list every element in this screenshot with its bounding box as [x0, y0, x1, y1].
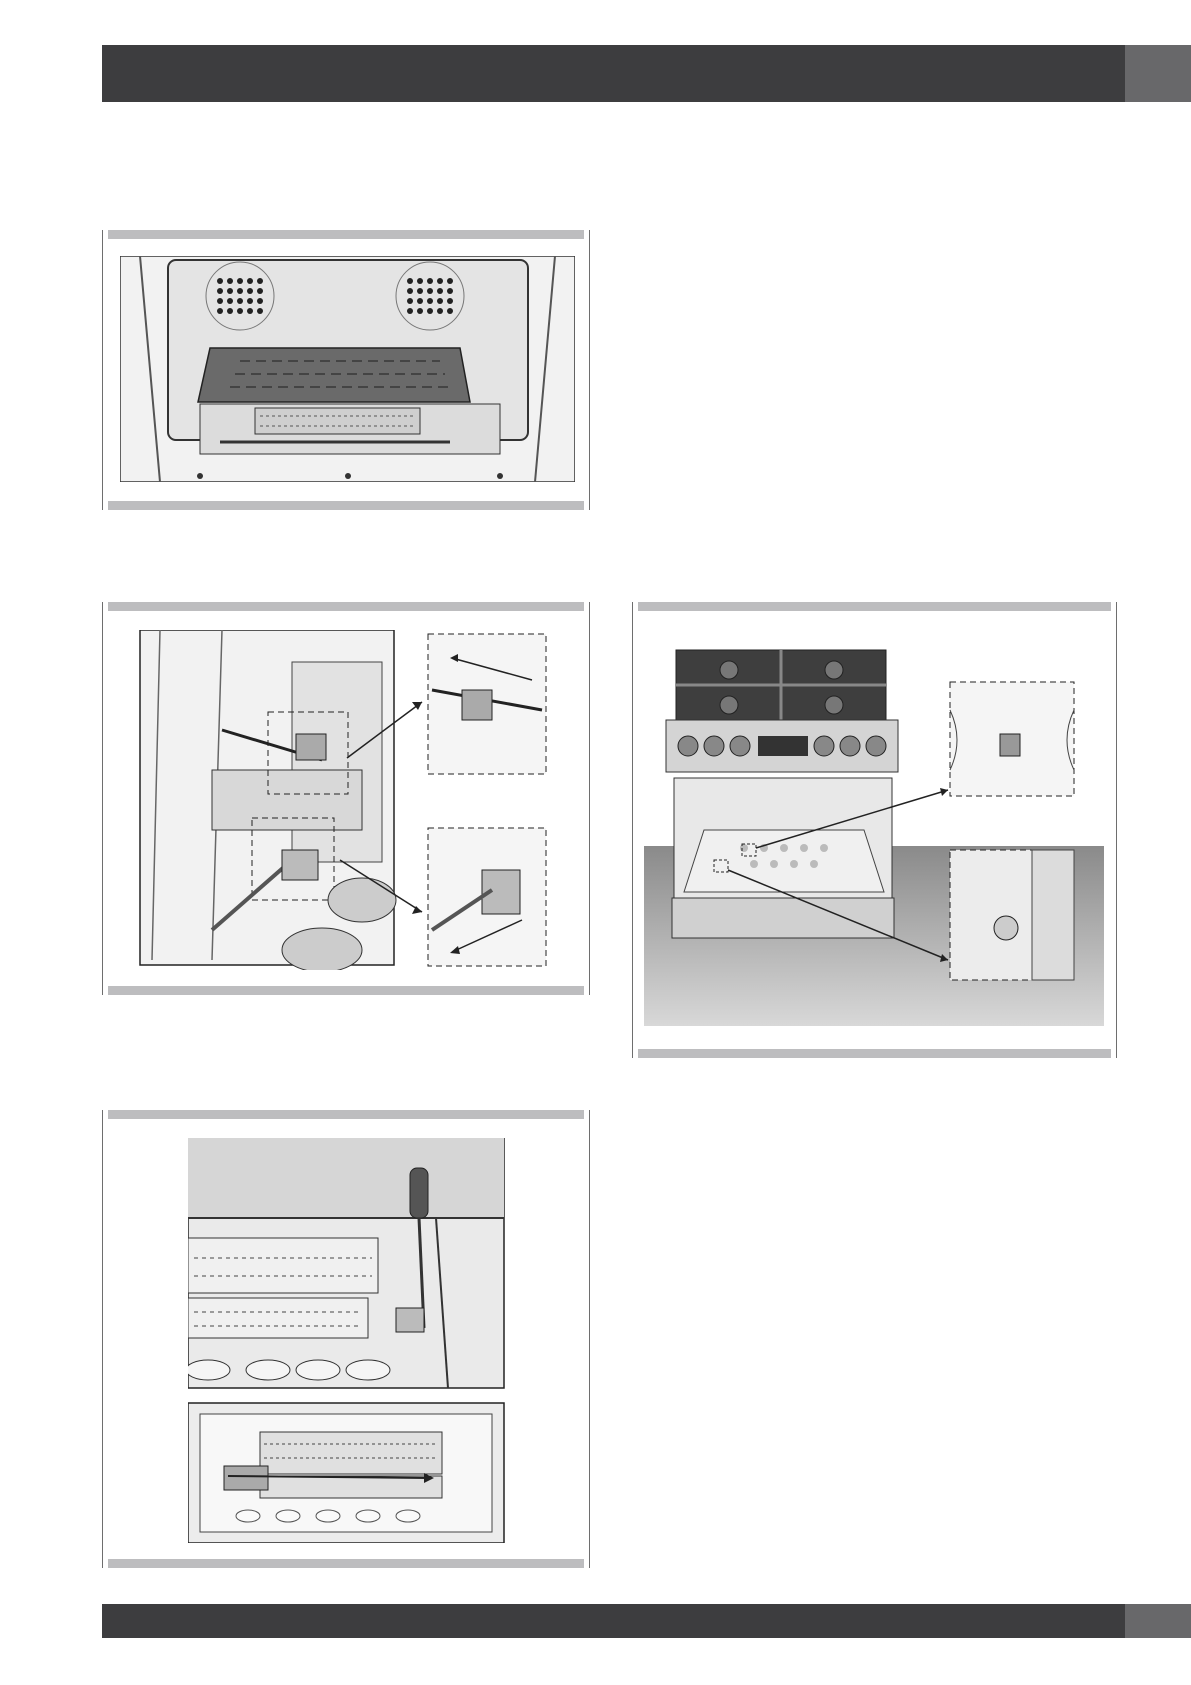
igniter-detail-illustration [132, 630, 552, 970]
range-overview-illustration [644, 630, 1104, 1030]
burner-removal-illustration [188, 1138, 508, 1543]
figure-oven-interior [102, 230, 590, 510]
header-tab [1125, 45, 1191, 102]
figure-range-overview [632, 602, 1117, 1058]
figure-burner-removal [102, 1110, 590, 1568]
footer-tab [1125, 1604, 1191, 1638]
figure-igniter-detail [102, 602, 590, 995]
oven-interior-illustration [120, 256, 575, 482]
header-bar [102, 45, 1191, 102]
footer-bar [102, 1604, 1191, 1638]
